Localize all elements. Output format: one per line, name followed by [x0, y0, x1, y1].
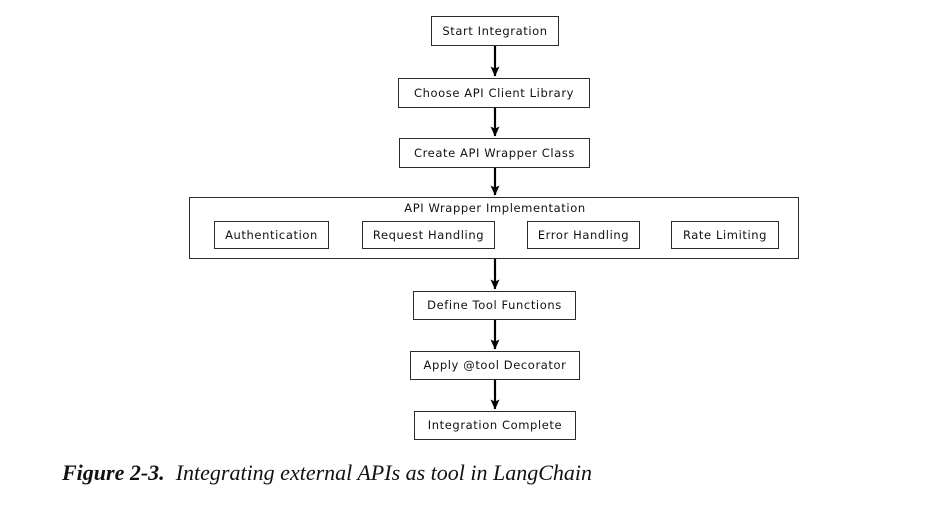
node-choose-api-client-library[interactable]: Choose API Client Library [398, 78, 590, 108]
node-integration-complete-label: Integration Complete [427, 418, 563, 433]
node-request-handling-label: Request Handling [372, 227, 485, 242]
node-choose-api-client-library-label: Choose API Client Library [413, 85, 575, 100]
node-request-handling[interactable]: Request Handling [362, 221, 495, 249]
figure-caption-text: Integrating external APIs as tool in Lan… [175, 460, 593, 485]
node-define-tool-functions-label: Define Tool Functions [427, 298, 562, 313]
node-error-handling-label: Error Handling [537, 227, 630, 242]
node-apply-tool-decorator-label: Apply @tool Decorator [423, 358, 567, 373]
node-integration-complete[interactable]: Integration Complete [414, 411, 576, 440]
node-create-api-wrapper-class[interactable]: Create API Wrapper Class [399, 138, 590, 168]
figure-caption: Figure 2-3. Integrating external APIs as … [62, 460, 882, 486]
node-start-integration[interactable]: Start Integration [431, 16, 559, 46]
node-error-handling[interactable]: Error Handling [527, 221, 640, 249]
node-rate-limiting[interactable]: Rate Limiting [671, 221, 779, 249]
node-authentication-label: Authentication [225, 227, 318, 242]
figure-caption-label: Figure 2-3. [62, 460, 165, 485]
node-define-tool-functions[interactable]: Define Tool Functions [413, 291, 576, 320]
node-start-integration-label: Start Integration [442, 23, 548, 38]
node-apply-tool-decorator[interactable]: Apply @tool Decorator [410, 351, 580, 380]
node-authentication[interactable]: Authentication [214, 221, 329, 249]
node-rate-limiting-label: Rate Limiting [682, 227, 768, 242]
node-create-api-wrapper-class-label: Create API Wrapper Class [413, 145, 576, 160]
subgraph-api-wrapper-implementation: API Wrapper Implementation Authenticatio… [189, 197, 799, 259]
subgraph-title: API Wrapper Implementation [404, 201, 586, 215]
